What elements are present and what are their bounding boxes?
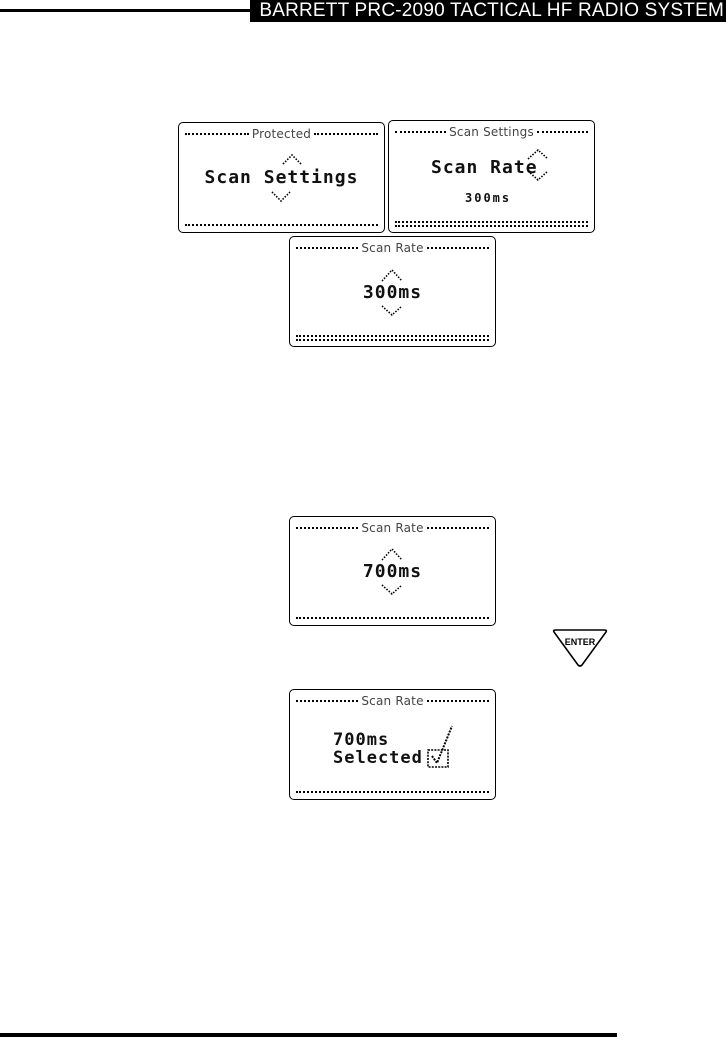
lcd-screen-scan-settings: Scan Settings Scan Rate 300ms [388, 120, 595, 233]
screen-title: Scan Settings [446, 125, 537, 139]
lcd-screen-protected: Protected Scan Settings [178, 122, 385, 233]
screen-title: Protected [249, 127, 314, 141]
screen-title: Scan Rate [358, 241, 426, 255]
page-header-title: BARRETT PRC-2090 TACTICAL HF RADIO SYSTE… [250, 0, 726, 22]
scan-rate-value: 300ms [465, 191, 511, 205]
footer-rule [0, 1033, 617, 1037]
selected-status-line: Selected [333, 748, 423, 768]
lcd-screen-scan-rate-300: Scan Rate 300ms [289, 236, 496, 347]
lcd-screen-scan-rate-selected: Scan Rate 700ms Selected [289, 689, 496, 800]
menu-item-text: Scan Settings [179, 167, 384, 188]
selected-value-line: 700ms [333, 730, 389, 750]
scan-rate-value: 300ms [290, 282, 495, 303]
scan-rate-value: 700ms [290, 561, 495, 582]
enter-key-label: ENTER [565, 637, 596, 647]
lcd-screen-scan-rate-700: Scan Rate 700ms [289, 516, 496, 626]
header-rule [0, 0, 250, 22]
screen-title: Scan Rate [358, 521, 426, 535]
screen-title: Scan Rate [358, 694, 426, 708]
menu-item-text: Scan Rate [431, 157, 538, 178]
enter-key-icon: ENTER [552, 627, 608, 669]
